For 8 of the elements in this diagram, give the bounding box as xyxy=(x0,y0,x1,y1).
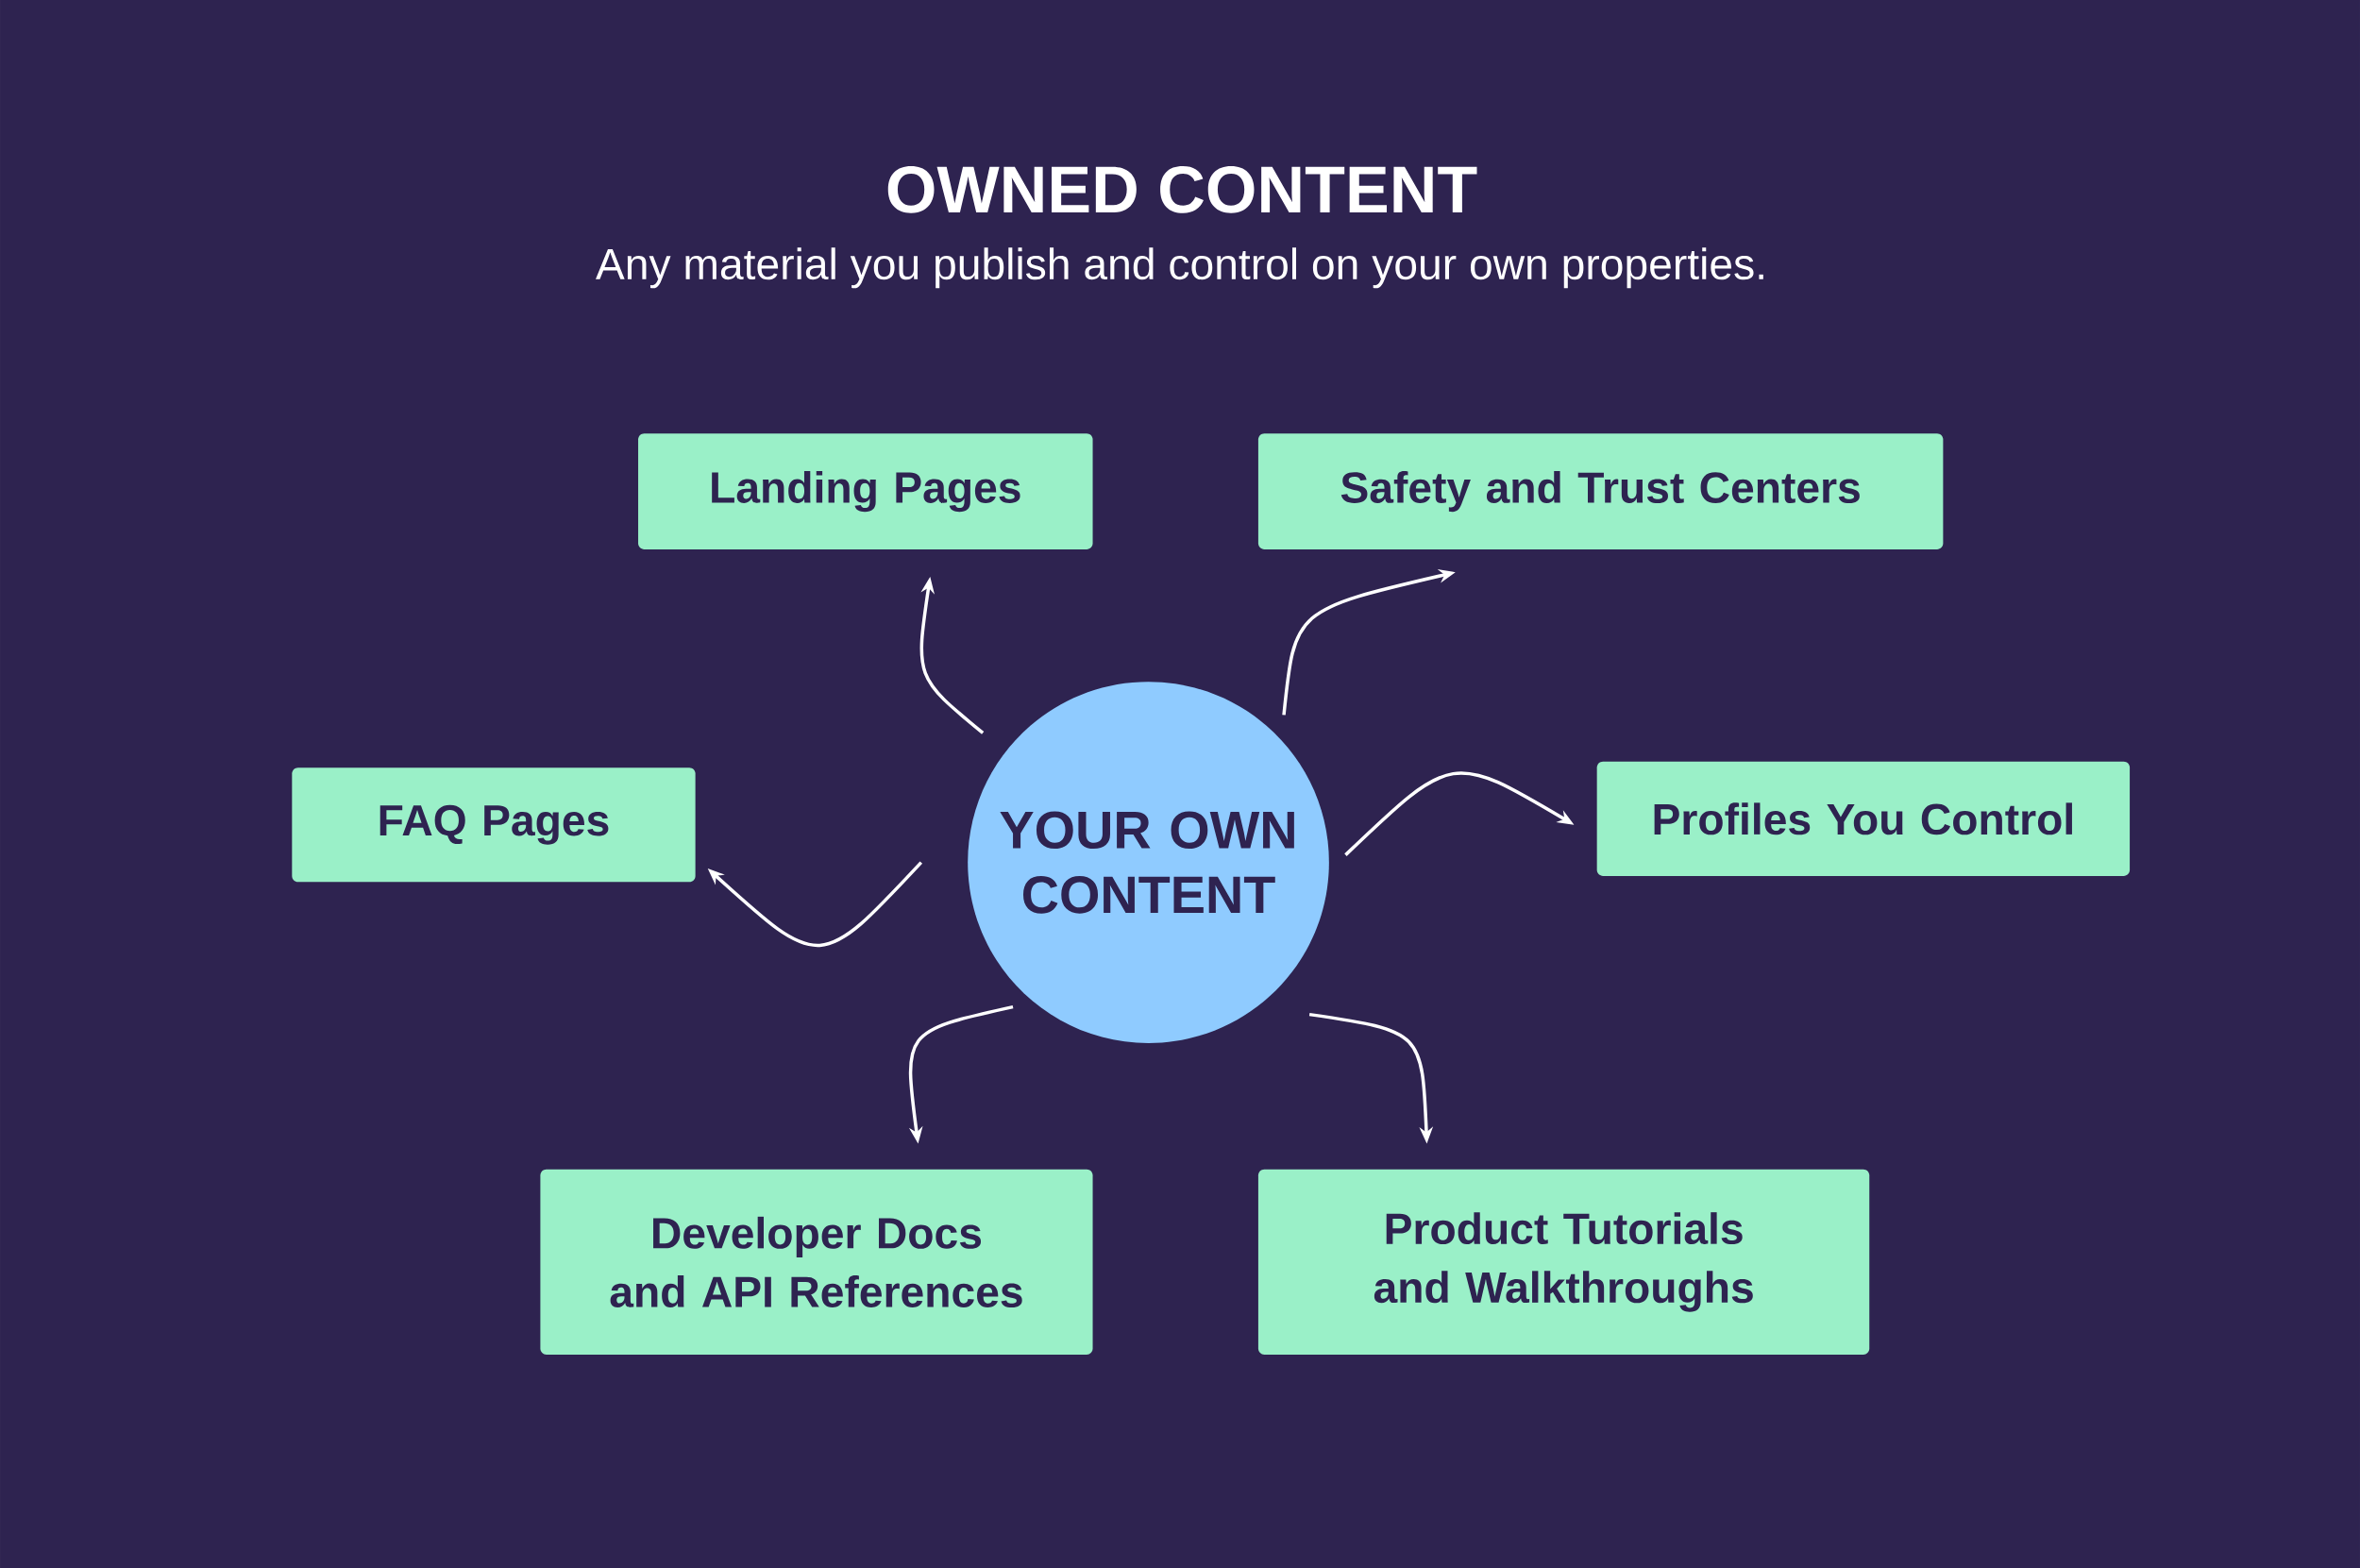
content-box: Developer Docs and API References xyxy=(540,1169,1093,1355)
content-box: Profiles You Control xyxy=(1596,761,2131,876)
content-box: Safety and Trust Centers xyxy=(1257,433,1944,549)
content-box: Product Tutorials and Walkthroughs xyxy=(1257,1169,1870,1355)
title: OWNED CONTENT xyxy=(887,165,1477,213)
subtitle: Any material you publish and control on your own properties. xyxy=(596,247,1763,289)
content-box: FAQ Pages xyxy=(292,767,696,883)
content-box: Landing Pages xyxy=(638,433,1093,549)
